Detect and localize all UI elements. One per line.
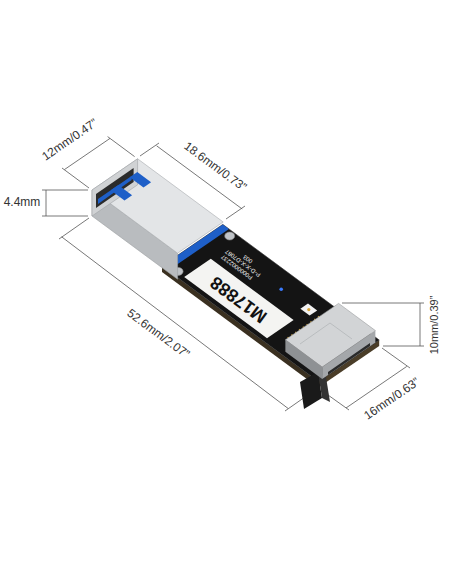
extension-line (42, 216, 88, 217)
extension-line (62, 168, 89, 188)
chip-component (300, 304, 317, 316)
card-slot-opening (328, 343, 370, 375)
black-bracket (300, 372, 322, 409)
extension-line (382, 348, 410, 368)
dimension-line (46, 190, 47, 216)
dimension-label: 18.6mm/0.73” (181, 140, 248, 195)
extension-line (342, 303, 424, 304)
dimension-label: 4.4mm (4, 196, 41, 209)
extension-line (42, 190, 88, 191)
screw-hole (225, 232, 235, 240)
led-dot (279, 287, 283, 291)
extension-line (59, 218, 89, 239)
plug-tongue (98, 176, 132, 204)
extension-line (383, 346, 424, 347)
extension-line (108, 137, 135, 157)
dimension-label: 16mm/0.63” (362, 375, 422, 422)
card-slot-top (285, 303, 375, 367)
plug-top (92, 159, 223, 253)
dimension-lines (42, 137, 424, 411)
model-number: M17888 (207, 271, 271, 326)
dimension-line (420, 303, 421, 346)
dimension-label: 12mm/0.47” (40, 116, 100, 163)
pcb-board (162, 224, 379, 381)
dimension-label: 10mm/0.39” (428, 295, 440, 354)
plug-hole (130, 172, 151, 187)
dimension-label: 52.6mm/2.07” (124, 307, 191, 362)
plug-opening (96, 168, 134, 208)
extension-line (226, 206, 245, 219)
solder-pad (307, 308, 310, 311)
plug-front (92, 159, 138, 216)
extension-line (140, 143, 159, 156)
card-slot-detail (300, 323, 352, 344)
plug-hole (111, 185, 132, 200)
